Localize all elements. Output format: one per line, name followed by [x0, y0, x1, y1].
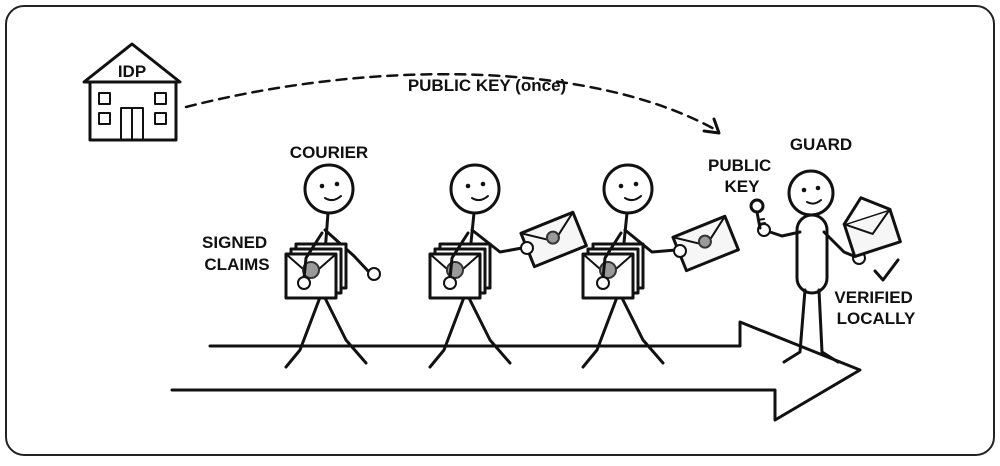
guard-body	[795, 213, 829, 295]
ground-arrow	[170, 320, 862, 422]
signed-claims-envelopes-3	[581, 242, 645, 300]
key-icon	[749, 198, 766, 230]
public-key-once-label: PUBLIC KEY (once)	[408, 76, 566, 95]
public-key-line2: KEY	[725, 177, 761, 196]
courier-figure-1	[284, 163, 381, 369]
guard-label: GUARD	[790, 135, 852, 154]
signed-claims-envelopes-2	[428, 242, 492, 300]
wax-seal	[302, 261, 320, 279]
public-key-label: PUBLIC KEY	[708, 156, 776, 196]
courier-label: COURIER	[290, 143, 368, 162]
courier-figure-3	[581, 163, 740, 369]
signed-claims-line1: SIGNED	[202, 233, 267, 252]
guard-figure	[749, 169, 902, 364]
signed-claims-line2: CLAIMS	[204, 255, 269, 274]
signed-claims-label: SIGNED CLAIMS	[202, 233, 272, 274]
verified-line1: VERIFIED	[834, 288, 912, 307]
verified-locally-label: VERIFIED LOCALLY	[834, 288, 917, 328]
idp-building: IDP	[82, 42, 182, 142]
signed-claims-envelopes-1	[284, 242, 348, 300]
envelope-icon	[671, 214, 740, 273]
courier-figure-2	[428, 163, 588, 369]
public-key-line1: PUBLIC	[708, 156, 771, 175]
envelope-icon	[842, 196, 902, 259]
building-icon	[82, 42, 182, 142]
diagram-frame	[5, 5, 995, 456]
verified-line2: LOCALLY	[837, 309, 916, 328]
public-key-transfer-arrow	[184, 72, 721, 135]
idp-label: IDP	[118, 62, 146, 81]
check-icon	[873, 258, 900, 282]
